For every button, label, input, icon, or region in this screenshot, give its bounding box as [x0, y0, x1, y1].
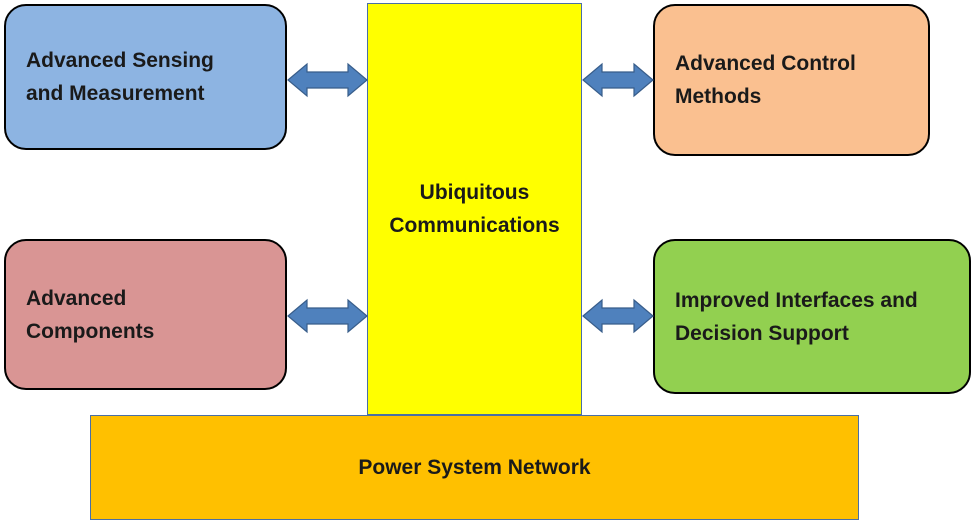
node-advanced-components: Advanced Components: [4, 239, 287, 390]
node-ubiquitous-communications-label: Ubiquitous Communications: [389, 181, 560, 237]
node-advanced-components-label: Advanced Components: [26, 286, 155, 343]
node-improved-interfaces-label: Improved Interfaces and Decision Support: [675, 288, 918, 345]
node-improved-interfaces: Improved Interfaces and Decision Support: [653, 239, 971, 394]
node-power-system-network-label: Power System Network: [358, 456, 591, 479]
edge-components-communications: [287, 298, 368, 334]
edge-communications-interfaces: [582, 298, 654, 334]
node-advanced-sensing-label: Advanced Sensing and Measurement: [26, 49, 214, 105]
node-advanced-control: Advanced Control Methods: [653, 4, 930, 156]
edge-sensing-communications: [287, 62, 368, 98]
node-ubiquitous-communications: Ubiquitous Communications: [367, 3, 582, 415]
edge-communications-control: [582, 62, 654, 98]
node-advanced-control-label: Advanced Control Methods: [675, 52, 856, 108]
node-power-system-network: Power System Network: [90, 415, 859, 520]
node-advanced-sensing: Advanced Sensing and Measurement: [4, 4, 287, 150]
